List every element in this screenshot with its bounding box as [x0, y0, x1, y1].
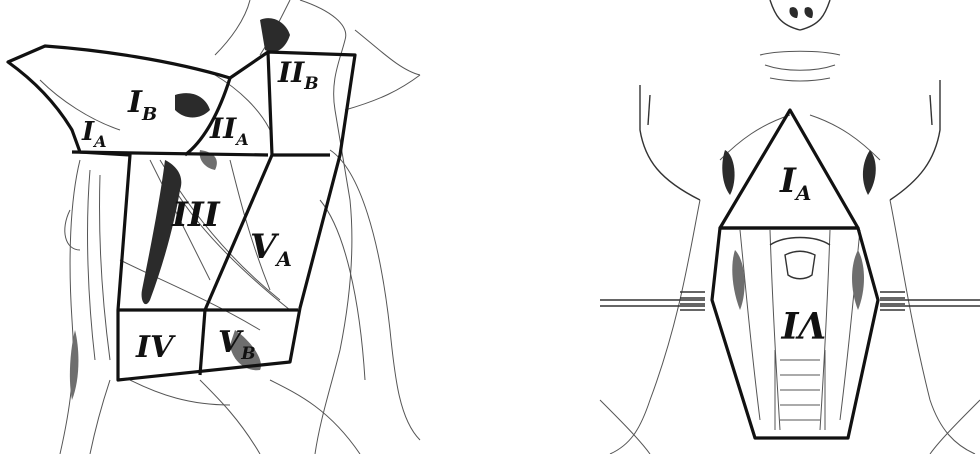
anterior-region-labels: IA VI [779, 161, 826, 345]
region-label-ia-anterior: IA [779, 161, 811, 205]
lateral-anatomy-sketch [40, 0, 420, 454]
region-label-iib: IIB [277, 56, 319, 94]
region-label-ia-lateral: IA [81, 117, 107, 151]
anterior-neck-illustration: IA VI [600, 0, 980, 454]
lateral-neck-illustration: IB IA IIA IIB III VA IV VB [8, 0, 420, 454]
region-label-iii: III [171, 195, 221, 235]
region-label-iv: IV [135, 330, 176, 365]
region-label-vb: VB [218, 325, 256, 364]
region-label-ib: IB [127, 85, 157, 125]
region-label-iia: IIA [209, 112, 249, 149]
region-label-va: VA [250, 227, 292, 271]
region-label-vi: VI [780, 303, 826, 345]
